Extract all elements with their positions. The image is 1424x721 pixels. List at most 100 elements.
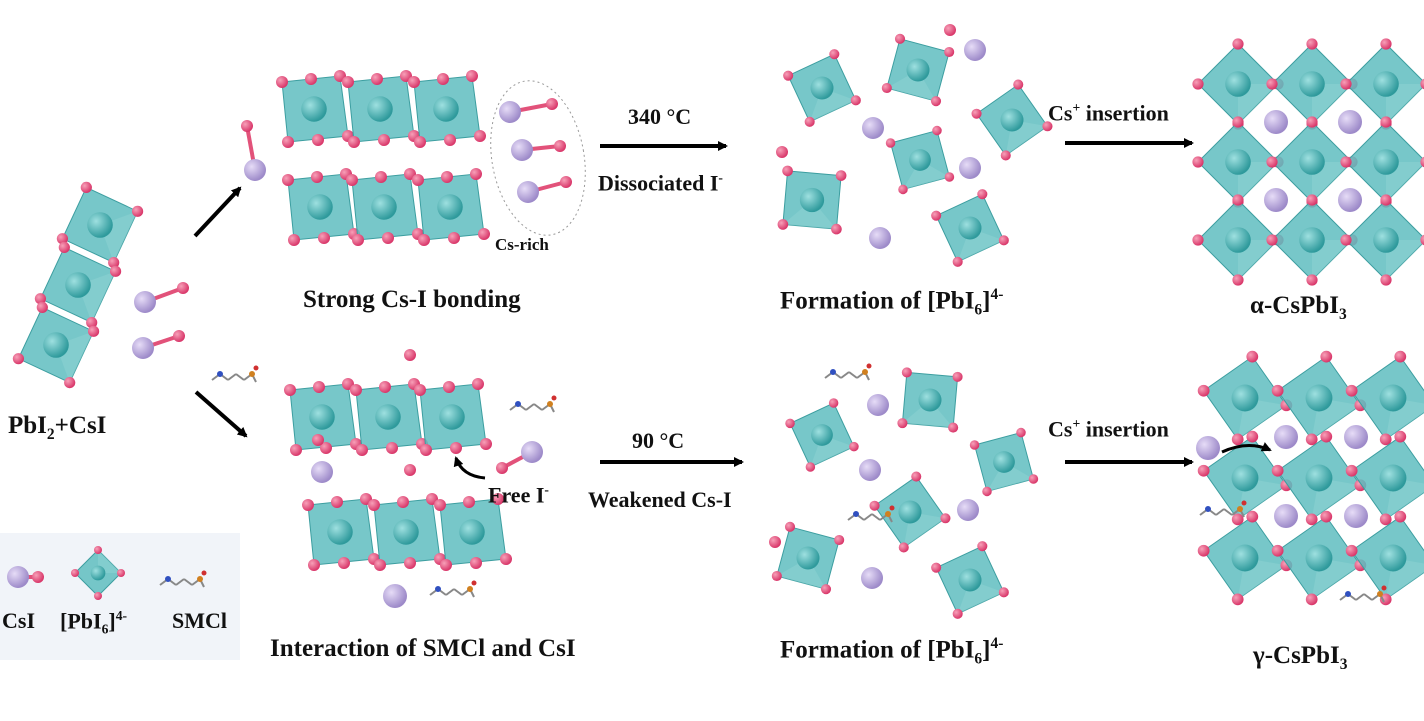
nitrogen-atom bbox=[515, 401, 521, 407]
iodide-atom bbox=[977, 541, 988, 552]
iodide-atom bbox=[1232, 194, 1244, 206]
iodide-atom bbox=[820, 584, 832, 595]
gamma-octahedron bbox=[1345, 510, 1424, 606]
nitrogen-atom bbox=[830, 369, 836, 375]
iodide-atom bbox=[1271, 544, 1284, 557]
bottom-formation-label: Formation of [PbI6]4- bbox=[780, 635, 1004, 668]
lead-atom bbox=[1305, 384, 1333, 412]
lead-atom bbox=[459, 519, 485, 545]
smcl-molecule bbox=[429, 580, 477, 598]
lead-atom bbox=[1379, 544, 1407, 572]
octahedron-highlight bbox=[1312, 240, 1352, 280]
iodide-atom bbox=[470, 168, 482, 180]
iodide-atom bbox=[311, 171, 323, 183]
iodide-atom bbox=[378, 134, 390, 146]
iodide-atom bbox=[414, 136, 426, 148]
iodide-atom bbox=[288, 234, 300, 246]
bond bbox=[1363, 593, 1373, 601]
iodide-atom bbox=[87, 325, 100, 337]
iodide-atom bbox=[404, 557, 416, 569]
bond bbox=[227, 373, 237, 381]
lead-atom bbox=[958, 568, 982, 592]
lead-atom bbox=[1231, 464, 1259, 492]
octahedron-highlight bbox=[98, 550, 121, 573]
pbi6-octahedron bbox=[771, 521, 845, 595]
free-iodide-label: Free I- bbox=[488, 482, 549, 508]
iodide-atom bbox=[71, 569, 79, 577]
csi-cesium bbox=[499, 101, 521, 123]
iodide-atom bbox=[478, 228, 490, 240]
iodide-atom bbox=[554, 140, 566, 152]
iodide-atom bbox=[356, 444, 368, 456]
iodide-atom bbox=[1345, 544, 1358, 557]
bond bbox=[453, 588, 463, 596]
bond bbox=[533, 403, 543, 411]
iodide-atom bbox=[1231, 593, 1244, 606]
iodide-atom bbox=[86, 316, 98, 329]
arrow-to-bottom-path bbox=[194, 390, 248, 438]
lead-atom bbox=[1000, 108, 1024, 132]
cesium-atom bbox=[957, 499, 979, 521]
iodide-atom bbox=[560, 176, 572, 188]
iodide-atom bbox=[911, 471, 922, 482]
iodide-atom bbox=[109, 265, 122, 277]
iodide-atom bbox=[944, 24, 956, 36]
sulfur-atom bbox=[885, 511, 891, 517]
pbi2-octahedron bbox=[34, 241, 122, 329]
lead-atom bbox=[799, 187, 825, 213]
sulfur-atom bbox=[197, 576, 203, 582]
iodide-atom bbox=[1197, 544, 1210, 557]
iodide-atom bbox=[56, 233, 69, 245]
iodide-atom bbox=[931, 210, 942, 221]
octahedron-highlight bbox=[782, 200, 837, 230]
gamma-octahedron bbox=[1197, 430, 1293, 526]
bond bbox=[840, 371, 850, 379]
iodide-atom bbox=[771, 570, 782, 582]
cesium-atom bbox=[1264, 110, 1288, 134]
lead-atom bbox=[906, 58, 930, 82]
lead-atom bbox=[393, 519, 419, 545]
lead-atom bbox=[65, 272, 91, 298]
iodide-atom bbox=[350, 384, 362, 396]
iodide-atom bbox=[308, 559, 320, 571]
gamma-product-label: γ-CsPbI3 bbox=[1253, 642, 1348, 673]
iodide-atom bbox=[1380, 194, 1392, 206]
alpha-octahedron bbox=[1266, 116, 1358, 208]
iodide-atom bbox=[998, 235, 1009, 246]
iodide-atom bbox=[338, 557, 350, 569]
pbi6-octahedron bbox=[931, 541, 1009, 619]
lead-atom bbox=[796, 546, 820, 570]
bond bbox=[871, 513, 881, 521]
arrow-to-top-path bbox=[193, 186, 242, 238]
iodide-atom bbox=[58, 241, 70, 254]
iodide-atom bbox=[828, 398, 839, 408]
pbi2-octahedron bbox=[56, 181, 144, 269]
alpha-product-label: α-CsPbI3 bbox=[1250, 292, 1347, 323]
legend-panel bbox=[0, 533, 240, 660]
lead-atom bbox=[437, 194, 463, 220]
iodide-atom bbox=[546, 98, 558, 110]
iodide-atom bbox=[382, 232, 394, 244]
iodide-atom bbox=[1266, 156, 1278, 168]
iodide-atom bbox=[944, 46, 955, 58]
iodide-atom bbox=[1192, 156, 1204, 168]
iodide-atom bbox=[284, 384, 296, 396]
iodide-atom bbox=[782, 165, 793, 177]
iodide-atom bbox=[117, 569, 125, 577]
iodide-atom bbox=[1379, 433, 1392, 446]
nitrogen-atom bbox=[217, 371, 223, 377]
alpha-octahedron bbox=[1340, 116, 1424, 208]
iodide-atom bbox=[1266, 78, 1278, 90]
alpha-octahedron bbox=[1192, 194, 1284, 286]
iodide-atom bbox=[1000, 150, 1011, 161]
iodide-atom bbox=[952, 608, 963, 619]
lead-atom bbox=[1225, 71, 1251, 97]
nitrogen-atom bbox=[165, 576, 171, 582]
iodide-atom bbox=[849, 441, 859, 452]
free-iodide-curved-arrow bbox=[453, 456, 486, 480]
iodide-atom bbox=[241, 120, 253, 132]
octahedron-highlight bbox=[886, 70, 936, 102]
iodide-atom bbox=[829, 49, 840, 60]
pbi6-octahedron bbox=[434, 493, 512, 571]
iodide-atom bbox=[418, 234, 430, 246]
